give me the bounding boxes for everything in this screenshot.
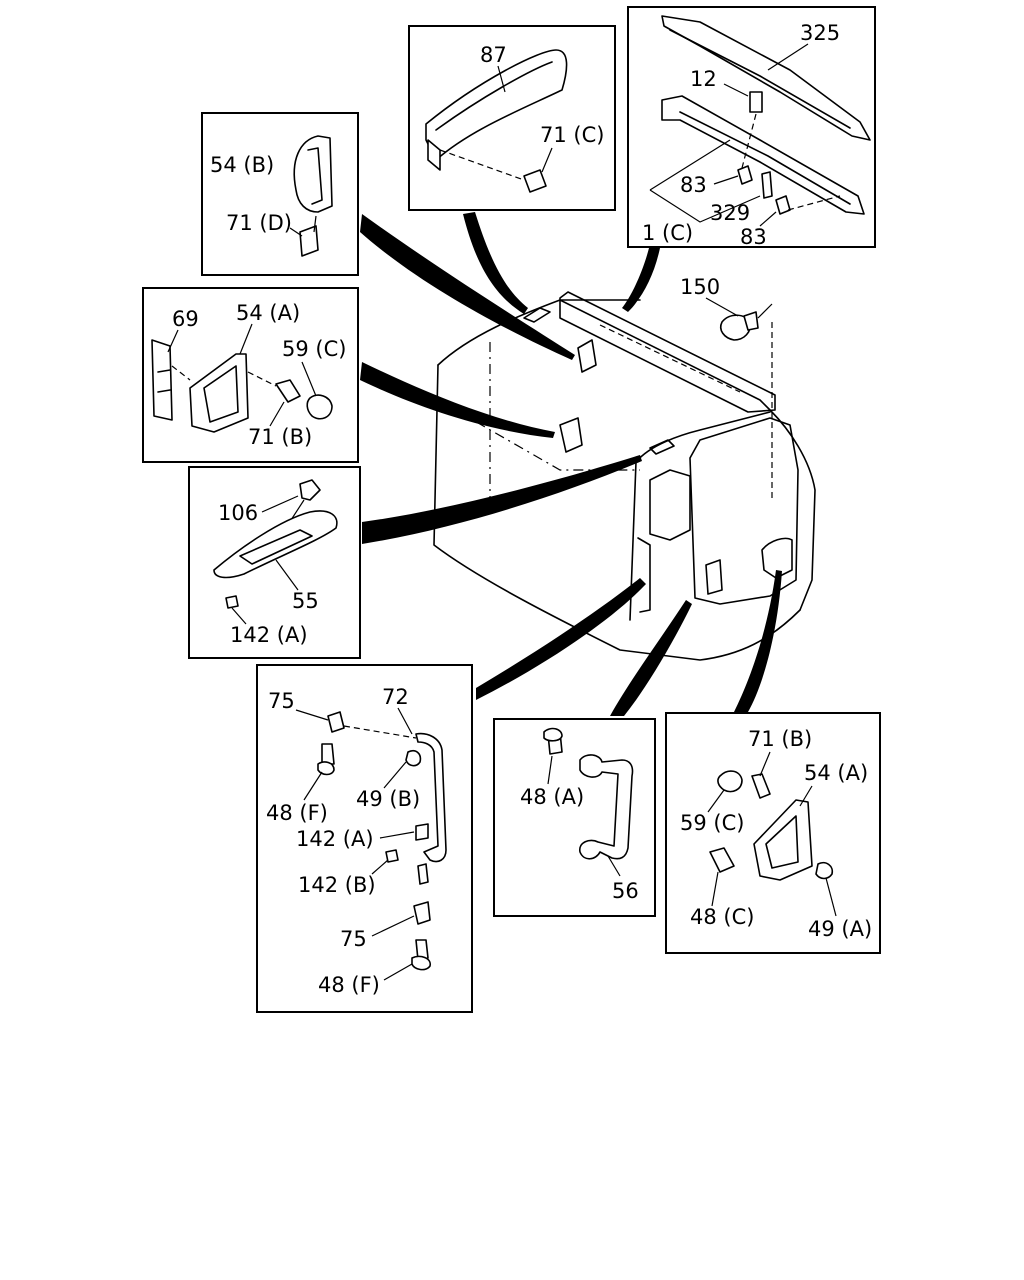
- label-55: 55: [292, 589, 319, 613]
- box-door-handle-bar: 75 72 48 (F) 49 (B) 142 (A) 142 (B) 75 4…: [256, 664, 473, 1013]
- box-handle-bracket: 69 54 (A) 59 (C) 71 (B): [142, 287, 359, 463]
- label-325: 325: [800, 21, 840, 45]
- box-grab-handle-b: 54 (B) 71 (D): [201, 112, 359, 276]
- label-150: 150: [680, 275, 720, 299]
- label-142a: 142 (A): [230, 623, 308, 647]
- label-71b: 71 (B): [248, 425, 312, 449]
- label-48c: 48 (C): [690, 905, 754, 929]
- label-48f-lower: 48 (F): [318, 973, 380, 997]
- box-spoiler: 325 12 83 329 1 (C) 83: [627, 6, 876, 249]
- label-71c: 71 (C): [540, 123, 604, 147]
- label-71b-right: 71 (B): [748, 727, 812, 751]
- label-54a: 54 (A): [236, 301, 300, 325]
- box-assist-grip: 48 (A) 56: [493, 718, 656, 917]
- label-142a-lower: 142 (A): [296, 827, 374, 851]
- vehicle-body: [433, 291, 816, 661]
- label-48a: 48 (A): [520, 785, 584, 809]
- label-106: 106: [218, 501, 258, 525]
- label-142b: 142 (B): [298, 873, 376, 897]
- label-1c: 1 (C): [642, 221, 693, 245]
- label-69: 69: [172, 307, 199, 331]
- label-12: 12: [690, 67, 717, 91]
- clip-150: 150: [680, 275, 773, 341]
- label-87: 87: [480, 43, 507, 67]
- label-72: 72: [382, 685, 409, 709]
- label-59c: 59 (C): [282, 337, 346, 361]
- label-59c-right: 59 (C): [680, 811, 744, 835]
- label-83-upper: 83: [680, 173, 707, 197]
- label-54b: 54 (B): [210, 153, 274, 177]
- label-49b: 49 (B): [356, 787, 420, 811]
- label-83-lower: 83: [740, 225, 767, 249]
- box-rear-handle: 71 (B) 54 (A) 59 (C) 48 (C) 49 (A): [665, 712, 881, 954]
- box-roof-handle: 87 71 (C): [408, 25, 616, 211]
- label-75-upper: 75: [268, 689, 295, 713]
- callout-leaders: [360, 212, 782, 716]
- label-56: 56: [612, 879, 639, 903]
- label-71d: 71 (D): [226, 211, 292, 235]
- label-48f-upper: 48 (F): [266, 801, 328, 825]
- label-75-lower: 75: [340, 927, 367, 951]
- box-step-pad: 106 55 142 (A): [188, 466, 361, 659]
- label-54a-right: 54 (A): [804, 761, 868, 785]
- label-329: 329: [710, 201, 750, 225]
- label-49a: 49 (A): [808, 917, 872, 941]
